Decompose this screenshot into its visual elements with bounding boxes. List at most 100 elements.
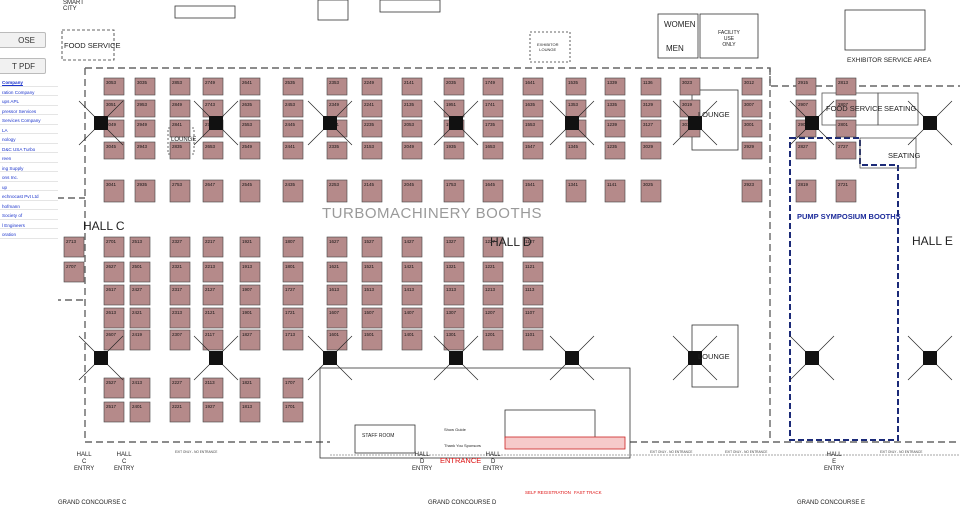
booth[interactable] <box>134 119 156 138</box>
booth[interactable] <box>282 307 304 329</box>
booth[interactable] <box>169 99 191 118</box>
booth[interactable] <box>129 401 151 423</box>
booth[interactable] <box>134 179 156 203</box>
booth[interactable] <box>401 77 423 96</box>
booth[interactable] <box>522 179 544 203</box>
booth[interactable] <box>103 284 125 306</box>
booth[interactable] <box>326 179 348 203</box>
booth[interactable] <box>169 119 191 138</box>
booth[interactable] <box>443 307 465 329</box>
exhibitor-link[interactable]: hofmann <box>0 204 58 210</box>
exhibitor-link[interactable]: echnocast Pvt Ltd <box>0 194 58 201</box>
booth[interactable] <box>326 307 348 329</box>
booth[interactable] <box>482 236 504 258</box>
booth[interactable] <box>239 401 261 423</box>
booth[interactable] <box>169 236 191 258</box>
booth[interactable] <box>482 179 504 203</box>
booth[interactable] <box>361 99 383 118</box>
booth[interactable] <box>565 77 587 96</box>
booth[interactable] <box>326 236 348 258</box>
booth[interactable] <box>482 99 504 118</box>
booth[interactable] <box>522 141 544 160</box>
booth[interactable] <box>202 401 224 423</box>
booth[interactable] <box>202 141 224 160</box>
booth[interactable] <box>604 119 626 138</box>
booth[interactable] <box>239 307 261 329</box>
booth[interactable] <box>482 119 504 138</box>
booth[interactable] <box>361 141 383 160</box>
booth[interactable] <box>239 141 261 160</box>
booth[interactable] <box>835 141 857 160</box>
booth[interactable] <box>103 401 125 423</box>
booth[interactable] <box>103 307 125 329</box>
booth[interactable] <box>134 77 156 96</box>
booth[interactable] <box>326 77 348 96</box>
booth[interactable] <box>282 179 304 203</box>
booth[interactable] <box>640 99 662 118</box>
booth[interactable] <box>443 236 465 258</box>
booth[interactable] <box>282 401 304 423</box>
booth[interactable] <box>129 236 151 258</box>
booth[interactable] <box>482 141 504 160</box>
booth[interactable] <box>741 119 763 138</box>
booth[interactable] <box>604 99 626 118</box>
booth[interactable] <box>401 141 423 160</box>
exhibitor-link[interactable]: oration <box>0 232 58 239</box>
booth[interactable] <box>202 377 224 399</box>
booth[interactable] <box>565 179 587 203</box>
booth[interactable] <box>129 329 151 351</box>
booth[interactable] <box>202 307 224 329</box>
booth[interactable] <box>169 284 191 306</box>
booth[interactable] <box>401 99 423 118</box>
booth[interactable] <box>795 141 817 160</box>
booth[interactable] <box>522 236 544 258</box>
exhibitor-link[interactable]: D&C USA Turbo <box>0 147 58 153</box>
booth[interactable] <box>63 261 85 283</box>
booth[interactable] <box>604 77 626 96</box>
exhibitor-link[interactable]: ing Supply <box>0 166 58 172</box>
exhibitor-link[interactable]: reen <box>0 156 58 163</box>
booth[interactable] <box>401 261 423 283</box>
booth[interactable] <box>604 141 626 160</box>
booth[interactable] <box>282 119 304 138</box>
booth[interactable] <box>361 179 383 203</box>
booth[interactable] <box>134 141 156 160</box>
booth[interactable] <box>741 179 763 203</box>
exhibitor-link[interactable]: pressor Services <box>0 109 58 115</box>
booth[interactable] <box>361 261 383 283</box>
booth[interactable] <box>361 119 383 138</box>
booth[interactable] <box>202 179 224 203</box>
print-pdf-button[interactable]: T PDF <box>0 58 46 74</box>
booth[interactable] <box>103 377 125 399</box>
booth[interactable] <box>239 284 261 306</box>
exhibitor-link[interactable]: LA <box>0 128 58 134</box>
booth[interactable] <box>679 77 701 96</box>
booth[interactable] <box>795 77 817 96</box>
booth[interactable] <box>361 307 383 329</box>
booth[interactable] <box>129 307 151 329</box>
booth[interactable] <box>169 77 191 96</box>
booth[interactable] <box>361 77 383 96</box>
booth[interactable] <box>103 99 125 118</box>
booth[interactable] <box>522 77 544 96</box>
booth[interactable] <box>202 261 224 283</box>
booth[interactable] <box>640 119 662 138</box>
booth[interactable] <box>129 284 151 306</box>
booth[interactable] <box>482 261 504 283</box>
booth[interactable] <box>522 329 544 351</box>
booth[interactable] <box>640 77 662 96</box>
booth[interactable] <box>522 119 544 138</box>
booth[interactable] <box>835 77 857 96</box>
booth[interactable] <box>604 179 626 203</box>
booth[interactable] <box>169 377 191 399</box>
booth[interactable] <box>741 141 763 160</box>
booth[interactable] <box>169 141 191 160</box>
exhibitor-link[interactable]: ons Inc. <box>0 175 58 182</box>
booth[interactable] <box>239 329 261 351</box>
booth[interactable] <box>522 99 544 118</box>
booth[interactable] <box>835 119 857 138</box>
booth[interactable] <box>202 77 224 96</box>
booth[interactable] <box>134 99 156 118</box>
booth[interactable] <box>282 329 304 351</box>
booth[interactable] <box>239 377 261 399</box>
